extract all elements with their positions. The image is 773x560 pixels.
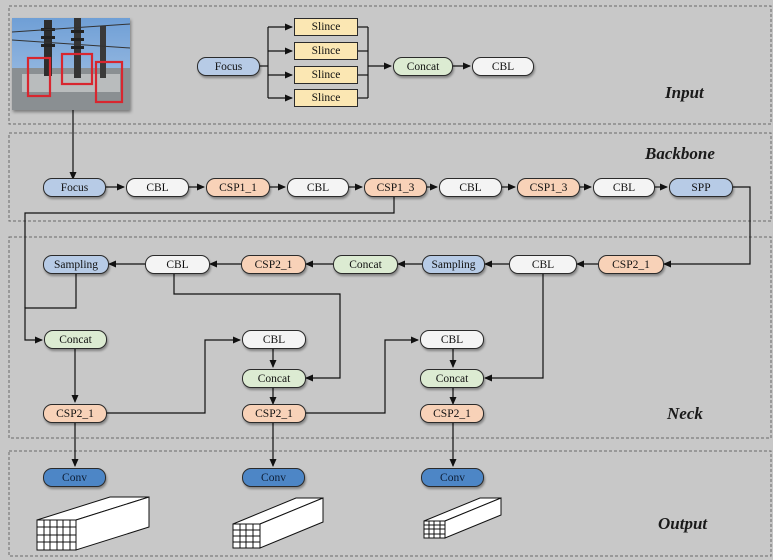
section-label-output: Output (658, 514, 708, 533)
input-focus-node: Focus (197, 57, 260, 76)
backbone-focus-node: Focus (43, 178, 106, 197)
neck-col2-cbl-node: CBL (242, 330, 306, 349)
slice-node-1: Slince (294, 18, 358, 36)
neck-col3-cbl-node: CBL (420, 330, 484, 349)
output-tensor-large-icon (36, 496, 150, 551)
output-tensor-small-icon (423, 497, 502, 539)
backbone-cbl-node-1: CBL (126, 178, 189, 197)
neck-sampling-node-1: Sampling (43, 255, 109, 274)
neck-cbl-node-2: CBL (509, 255, 577, 274)
output-tensor-medium-icon (232, 497, 324, 549)
input-cbl-node: CBL (472, 57, 534, 76)
neck-col3-csp2-1-node: CSP2_1 (420, 404, 484, 423)
neck-col1-concat-node: Concat (44, 330, 107, 349)
neck-col1-csp2-1-node: CSP2_1 (43, 404, 107, 423)
output-section-border (8, 450, 772, 557)
neck-col2-concat-node: Concat (242, 369, 306, 388)
neck-csp2-1-node-top-2: CSP2_1 (598, 255, 664, 274)
section-label-input: Input (665, 83, 704, 102)
neck-concat-node-top: Concat (333, 255, 398, 274)
substation-photo (12, 18, 130, 110)
neck-cbl-node-1: CBL (145, 255, 210, 274)
neck-col2-csp2-1-node: CSP2_1 (242, 404, 306, 423)
slice-node-4: Slince (294, 89, 358, 107)
slice-node-3: Slince (294, 66, 358, 84)
backbone-cbl-node-3: CBL (439, 178, 502, 197)
section-label-neck: Neck (667, 404, 703, 423)
section-label-backbone: Backbone (645, 144, 715, 163)
backbone-section-border (8, 132, 772, 222)
input-image (12, 18, 130, 110)
backbone-cbl-node-4: CBL (593, 178, 655, 197)
input-concat-node: Concat (393, 57, 453, 76)
backbone-csp1-3-node-1: CSP1_3 (364, 178, 427, 197)
neck-col3-conv-node: Conv (421, 468, 484, 487)
neck-col1-conv-node: Conv (43, 468, 106, 487)
backbone-spp-node: SPP (669, 178, 733, 197)
neck-section-border (8, 236, 772, 439)
neck-csp2-1-node-top-1: CSP2_1 (241, 255, 306, 274)
backbone-cbl-node-2: CBL (287, 178, 349, 197)
input-section-border (8, 5, 772, 125)
neck-sampling-node-2: Sampling (422, 255, 485, 274)
backbone-csp1-1-node: CSP1_1 (206, 178, 270, 197)
neck-col2-conv-node: Conv (242, 468, 305, 487)
slice-node-2: Slince (294, 42, 358, 60)
backbone-csp1-3-node-2: CSP1_3 (517, 178, 580, 197)
neck-col3-concat-node: Concat (420, 369, 484, 388)
